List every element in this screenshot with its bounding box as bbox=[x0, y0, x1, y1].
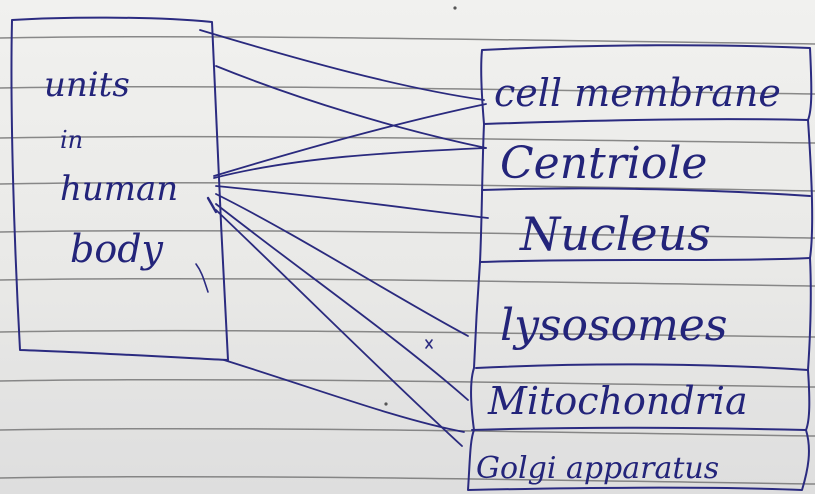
connector-line bbox=[199, 29, 485, 101]
ruled-line bbox=[0, 85, 815, 95]
ruled-line bbox=[0, 475, 815, 485]
ruled-line bbox=[0, 181, 815, 192]
stray-marks bbox=[206, 6, 457, 406]
right-box-label-5: Mitochondria bbox=[487, 379, 748, 423]
right-stack-outline bbox=[467, 44, 814, 491]
connector-line bbox=[215, 65, 487, 149]
ruled-line bbox=[0, 277, 815, 287]
right-stack-divider bbox=[479, 257, 811, 263]
right-box-label-3: Nucleus bbox=[519, 207, 711, 261]
right-stack-divider bbox=[481, 187, 811, 197]
ruled-line bbox=[0, 427, 815, 437]
ruled-line bbox=[0, 135, 815, 144]
connectors bbox=[199, 29, 489, 447]
ruled-lines bbox=[0, 35, 815, 485]
right-box-label-2: Centriole bbox=[500, 138, 707, 189]
right-box-label-4: lysosomes bbox=[500, 300, 727, 351]
right-stack-divider bbox=[471, 426, 807, 431]
stray-dot bbox=[384, 402, 388, 406]
stray-mark bbox=[206, 196, 218, 214]
right-box-stack: cell membrane Centriole Nucleus lysosome… bbox=[467, 44, 814, 491]
left-box: units in human body bbox=[10, 16, 229, 361]
right-stack-divider bbox=[483, 118, 809, 125]
right-box-label-1: cell membrane bbox=[494, 71, 781, 115]
connector-line bbox=[215, 209, 463, 447]
ruled-line bbox=[0, 378, 815, 388]
left-box-line-4: body bbox=[70, 227, 164, 271]
left-box-line-1: units bbox=[44, 65, 130, 105]
ruled-line bbox=[0, 229, 815, 239]
connector-line bbox=[215, 185, 489, 219]
right-box-label-6: Golgi apparatus bbox=[476, 451, 719, 486]
left-box-line-3: human bbox=[60, 169, 178, 209]
ruled-line bbox=[0, 329, 815, 338]
stray-dot bbox=[453, 6, 457, 10]
left-box-line-2: in bbox=[60, 126, 83, 154]
stray-mark bbox=[425, 339, 433, 349]
left-box-outline bbox=[10, 16, 229, 361]
connector-line bbox=[213, 147, 487, 179]
left-box-underline-stroke bbox=[195, 263, 209, 293]
right-stack-divider bbox=[475, 363, 809, 371]
connector-line bbox=[215, 203, 469, 401]
connector-line bbox=[215, 193, 469, 337]
ruled-line bbox=[0, 35, 815, 45]
connector-line bbox=[223, 359, 465, 433]
connector-line bbox=[213, 103, 487, 177]
